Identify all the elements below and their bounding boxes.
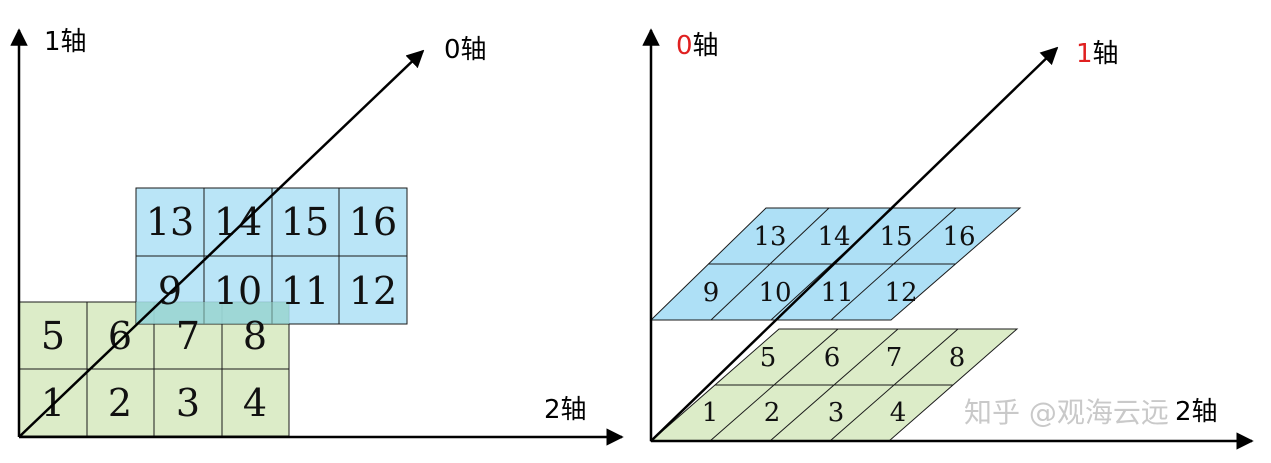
left-panel: 13 14 15 16 9 10 11 12 5 6 7 8 1 2 3 4 1… [10, 27, 624, 446]
cell-11: 11 [281, 269, 329, 313]
cell-14: 14 [214, 200, 262, 244]
cell-7: 7 [176, 314, 200, 358]
r-cell-1: 1 [702, 398, 719, 428]
r-cell-7: 7 [886, 343, 903, 373]
r-cell-11: 11 [820, 278, 853, 308]
right-panel: 13 14 15 16 9 10 11 12 5 6 7 8 1 2 3 4 0… [642, 28, 1254, 450]
right-axis-1 [650, 46, 1059, 442]
r-cell-14: 14 [817, 222, 850, 252]
right-axis-1-label: 1轴 [1076, 39, 1119, 69]
r-cell-5: 5 [760, 343, 777, 373]
cell-13: 13 [146, 200, 194, 244]
right-axis-0-label: 0轴 [676, 31, 719, 61]
r-cell-6: 6 [824, 343, 841, 373]
cell-15: 15 [281, 200, 329, 244]
cell-16: 16 [349, 200, 397, 244]
cell-5: 5 [41, 314, 65, 358]
cell-6: 6 [108, 314, 132, 358]
r-cell-9: 9 [703, 278, 720, 308]
left-axis-1-label: 1轴 [44, 27, 87, 57]
r-cell-16: 16 [942, 222, 975, 252]
cell-3: 3 [176, 381, 200, 425]
r-cell-4: 4 [890, 398, 907, 428]
r-cell-2: 2 [764, 398, 781, 428]
left-axis-0-label: 0轴 [444, 35, 487, 65]
r-cell-10: 10 [758, 278, 791, 308]
r-cell-12: 12 [884, 278, 917, 308]
cell-4: 4 [243, 381, 267, 425]
left-axis-0 [18, 49, 425, 438]
left-axis-2-label: 2轴 [544, 395, 587, 425]
left-overlap-region [136, 302, 289, 324]
watermark: 知乎 @观海云远 [964, 396, 1169, 429]
r-cell-15: 15 [879, 222, 912, 252]
r-cell-13: 13 [753, 222, 786, 252]
cell-12: 12 [349, 269, 397, 313]
r-cell-3: 3 [828, 398, 845, 428]
right-axis-2-label: 2轴 [1175, 397, 1218, 427]
cell-8: 8 [243, 314, 267, 358]
cell-2: 2 [108, 381, 132, 425]
r-cell-8: 8 [949, 343, 966, 373]
cell-10: 10 [214, 269, 262, 313]
